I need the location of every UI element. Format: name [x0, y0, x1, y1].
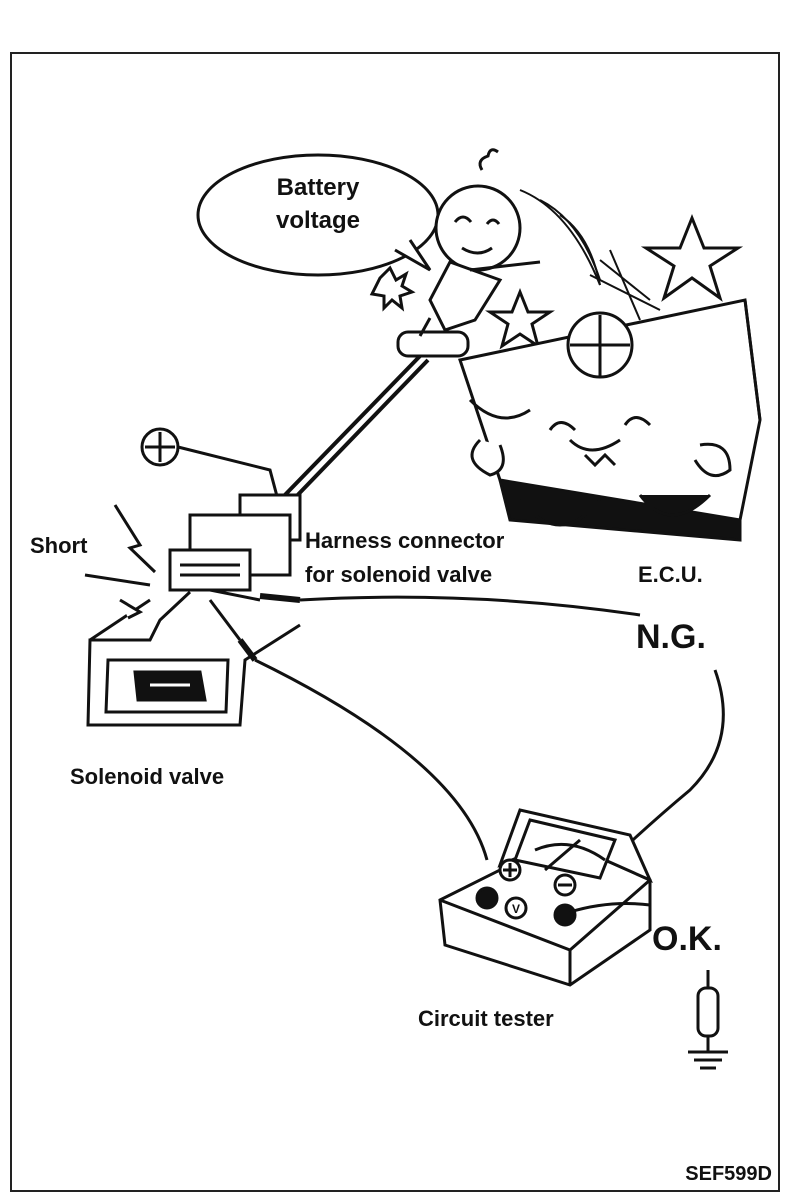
battery-voltage-label-2: voltage [276, 207, 360, 234]
voltmeter-icon: V [512, 902, 520, 916]
battery-voltage-label-1: Battery [277, 174, 360, 201]
short-spark-icon [85, 505, 155, 640]
harness-connector [170, 495, 300, 590]
solenoid-label: Solenoid valve [70, 764, 224, 789]
probe-leads [210, 590, 640, 860]
ecu-harness-wire [280, 356, 428, 505]
ecu-label: E.C.U. [638, 562, 703, 587]
tester-label: Circuit tester [418, 1006, 554, 1031]
ng-label: N.G. [636, 618, 706, 656]
ground-symbol [688, 970, 728, 1068]
figure-code: SEF599D [685, 1163, 772, 1185]
ok-label: O.K. [652, 920, 722, 958]
speech-bubble: Battery voltage [198, 155, 438, 275]
short-label: Short [30, 533, 88, 558]
positive-terminal [142, 429, 278, 500]
solenoid-valve [88, 592, 300, 725]
impact-spark-lines [520, 190, 660, 320]
harness-label-2: for solenoid valve [305, 562, 492, 587]
circuit-tester [440, 810, 650, 985]
harness-label-1: Harness connector [305, 528, 505, 553]
